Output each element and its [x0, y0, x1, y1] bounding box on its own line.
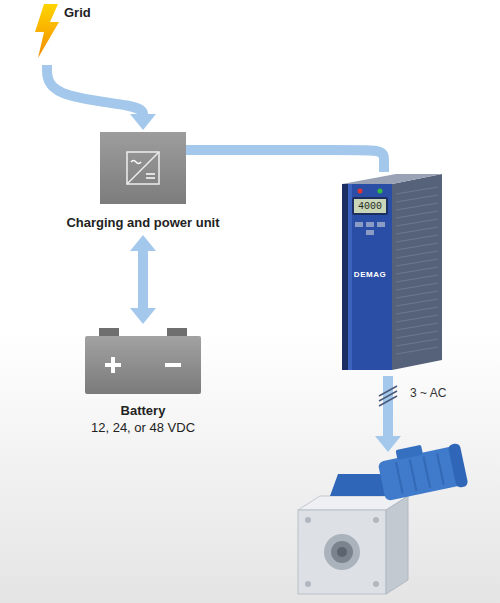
power-connector [186, 150, 384, 172]
plus-sign [111, 357, 115, 373]
arrow-head [130, 308, 156, 324]
fan-cover [448, 443, 469, 489]
bolt-hole [373, 581, 379, 587]
phase-slash [379, 396, 397, 406]
inverter-top [342, 174, 442, 184]
node-text: Grid [64, 4, 91, 21]
dc-symbol [146, 173, 155, 175]
gearbox-side [386, 496, 408, 594]
inverter-side [392, 174, 442, 370]
display-screen [354, 199, 386, 213]
gearbox-front [298, 510, 386, 594]
motor-body [376, 437, 469, 503]
charger-shape [100, 132, 186, 204]
heatsink-rib [396, 299, 438, 306]
heatsink-rib [396, 267, 438, 274]
heatsink-rib [396, 211, 438, 218]
gear-motor [298, 437, 468, 594]
status-button [378, 189, 383, 194]
inverter-front [348, 184, 392, 370]
bolt-hole [305, 517, 311, 523]
output-label: 3 ~ AC [410, 386, 446, 401]
heatsink-rib [396, 195, 438, 202]
power-connector [130, 235, 156, 324]
keypad-key [366, 222, 374, 227]
connector-line [47, 65, 143, 116]
battery-terminal [99, 328, 119, 337]
grid-source: Grid [32, 4, 91, 63]
heatsink-rib [396, 275, 438, 282]
phase-slash [379, 386, 397, 396]
grid-shape [32, 4, 62, 63]
keypad-key [366, 230, 374, 235]
keypad-key [377, 222, 385, 227]
heatsink-rib [396, 251, 438, 258]
power-connector [47, 65, 156, 130]
battery-body [85, 336, 201, 394]
dc-symbol [146, 177, 155, 179]
motor-rib [396, 462, 403, 493]
charging-unit: Charging and power unit [66, 132, 219, 231]
heatsink-rib [396, 331, 438, 338]
bolt-shape [35, 4, 59, 58]
heatsink-rib [396, 291, 438, 298]
shaft-bore [331, 541, 353, 563]
arrow-head [130, 114, 156, 130]
heatsink-rib [396, 227, 438, 234]
battery-pack: Battery12, 24, or 48 VDC [85, 328, 201, 436]
battery-terminal [167, 328, 187, 337]
icon-diagonal [127, 152, 159, 184]
heatsink-rib [396, 235, 438, 242]
arrow-head [130, 235, 156, 251]
display-frame [352, 197, 388, 215]
lightning-bolt [32, 4, 62, 59]
battery-icon [85, 328, 201, 394]
connector-line [138, 249, 148, 310]
node-text: DEMAG [348, 270, 392, 280]
heatsink-rib [396, 307, 438, 314]
motor-rib [437, 454, 444, 485]
bolt-hole [373, 517, 379, 523]
heatsink-rib [396, 347, 438, 354]
shaft-bore [324, 534, 360, 570]
shaft-bore [337, 547, 347, 557]
node-text: Charging and power unit [66, 214, 219, 231]
node-text: 12, 24, or 48 VDC [85, 419, 201, 436]
minus-sign [165, 363, 181, 367]
heatsink-rib [396, 187, 438, 194]
heatsink-rib [396, 243, 438, 250]
output-arrow [375, 376, 401, 452]
icon-frame [127, 152, 159, 184]
node-text: 4000 [354, 200, 386, 214]
node-text: Battery [85, 402, 201, 419]
battery-shape [85, 328, 201, 394]
heatsink-rib [396, 339, 438, 346]
status-button [358, 189, 363, 194]
keypad-key [355, 222, 363, 227]
heatsink-rib [396, 283, 438, 290]
heatsink-rib [396, 315, 438, 322]
motor-rib [423, 456, 430, 487]
heatsink-rib [396, 203, 438, 210]
motor-rib [410, 459, 417, 490]
heatsink-rib [396, 323, 438, 330]
bolt-hole [305, 581, 311, 587]
arrow-head [375, 436, 401, 452]
heatsink-rib [396, 259, 438, 266]
arrow-shaft [383, 376, 393, 438]
inverter-edge [342, 184, 348, 370]
ac-symbol [131, 161, 141, 164]
phase-slash [379, 391, 397, 401]
converter-icon [100, 132, 186, 204]
heatsink-rib [396, 219, 438, 226]
connector-line [186, 150, 384, 172]
frequency-inverter: DEMAG 4000 [338, 172, 446, 370]
grid-text-box: Grid [62, 4, 91, 21]
front-highlight [348, 184, 352, 370]
terminal-box [396, 445, 424, 460]
